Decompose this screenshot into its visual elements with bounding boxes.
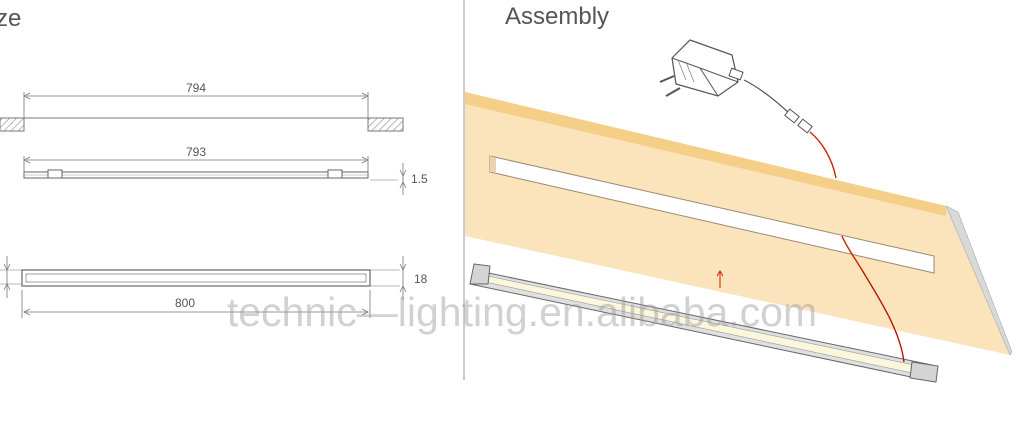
profile-side-view: 18 800: [0, 256, 428, 318]
assembly-title: Assembly: [505, 3, 609, 30]
arrow-head: [399, 263, 407, 271]
power-wire-upper: [809, 131, 837, 179]
dimension-1-5: 1.5: [411, 172, 428, 186]
arrow-head: [361, 156, 369, 164]
dimension-794: 794: [186, 81, 206, 95]
profile-side-inner: [25, 273, 367, 283]
adapter-cable: [743, 79, 791, 115]
led-profile-bar: [469, 263, 939, 383]
panel-right-section: [367, 117, 404, 132]
adapter-body: [671, 39, 739, 97]
power-adapter: [659, 39, 744, 97]
adapter-ridge: [677, 59, 687, 81]
power-wire-lower-shade: [861, 269, 905, 363]
bar-end-cap-left: [469, 263, 491, 285]
cutout-drawing: 794: [0, 81, 404, 132]
profile-top-view: 793 1.5: [23, 145, 428, 195]
cable-connector: [784, 108, 813, 134]
bar-end-cap-right: [909, 361, 939, 383]
install-arrow-head: [716, 270, 724, 277]
connector-female: [797, 118, 813, 134]
dimension-18: 18: [414, 272, 428, 286]
arrow-head: [361, 308, 369, 316]
watermark: technic—lighting.en.alibaba.com: [227, 289, 817, 335]
panel-left-section: [0, 117, 25, 132]
adapter-cable-boot: [728, 67, 744, 81]
plug-pin: [665, 87, 681, 97]
arrow-head: [23, 92, 31, 100]
connector-male: [784, 108, 800, 124]
arrow-head: [23, 308, 31, 316]
wood-board-top-edge: [465, 92, 946, 216]
adapter-edge: [699, 67, 719, 97]
adapter-ridge: [685, 61, 695, 83]
arrow-head: [399, 169, 407, 177]
plug-pin: [659, 75, 675, 83]
slot-inner-shadow: [490, 156, 496, 172]
arrow-head: [361, 92, 369, 100]
size-title-fragment: ze: [0, 5, 21, 32]
arrow-head: [399, 285, 407, 293]
assembly-panel: Assembly: [465, 3, 1013, 383]
arrow-head: [23, 156, 31, 164]
dimension-793: 793: [186, 145, 206, 159]
dimension-800: 800: [175, 296, 195, 310]
wood-board-side-edge: [945, 205, 1013, 356]
mounting-clip: [47, 169, 63, 179]
mounting-clip: [327, 169, 343, 179]
arrow-head: [399, 181, 407, 189]
size-panel: ze 794 793: [0, 5, 428, 318]
